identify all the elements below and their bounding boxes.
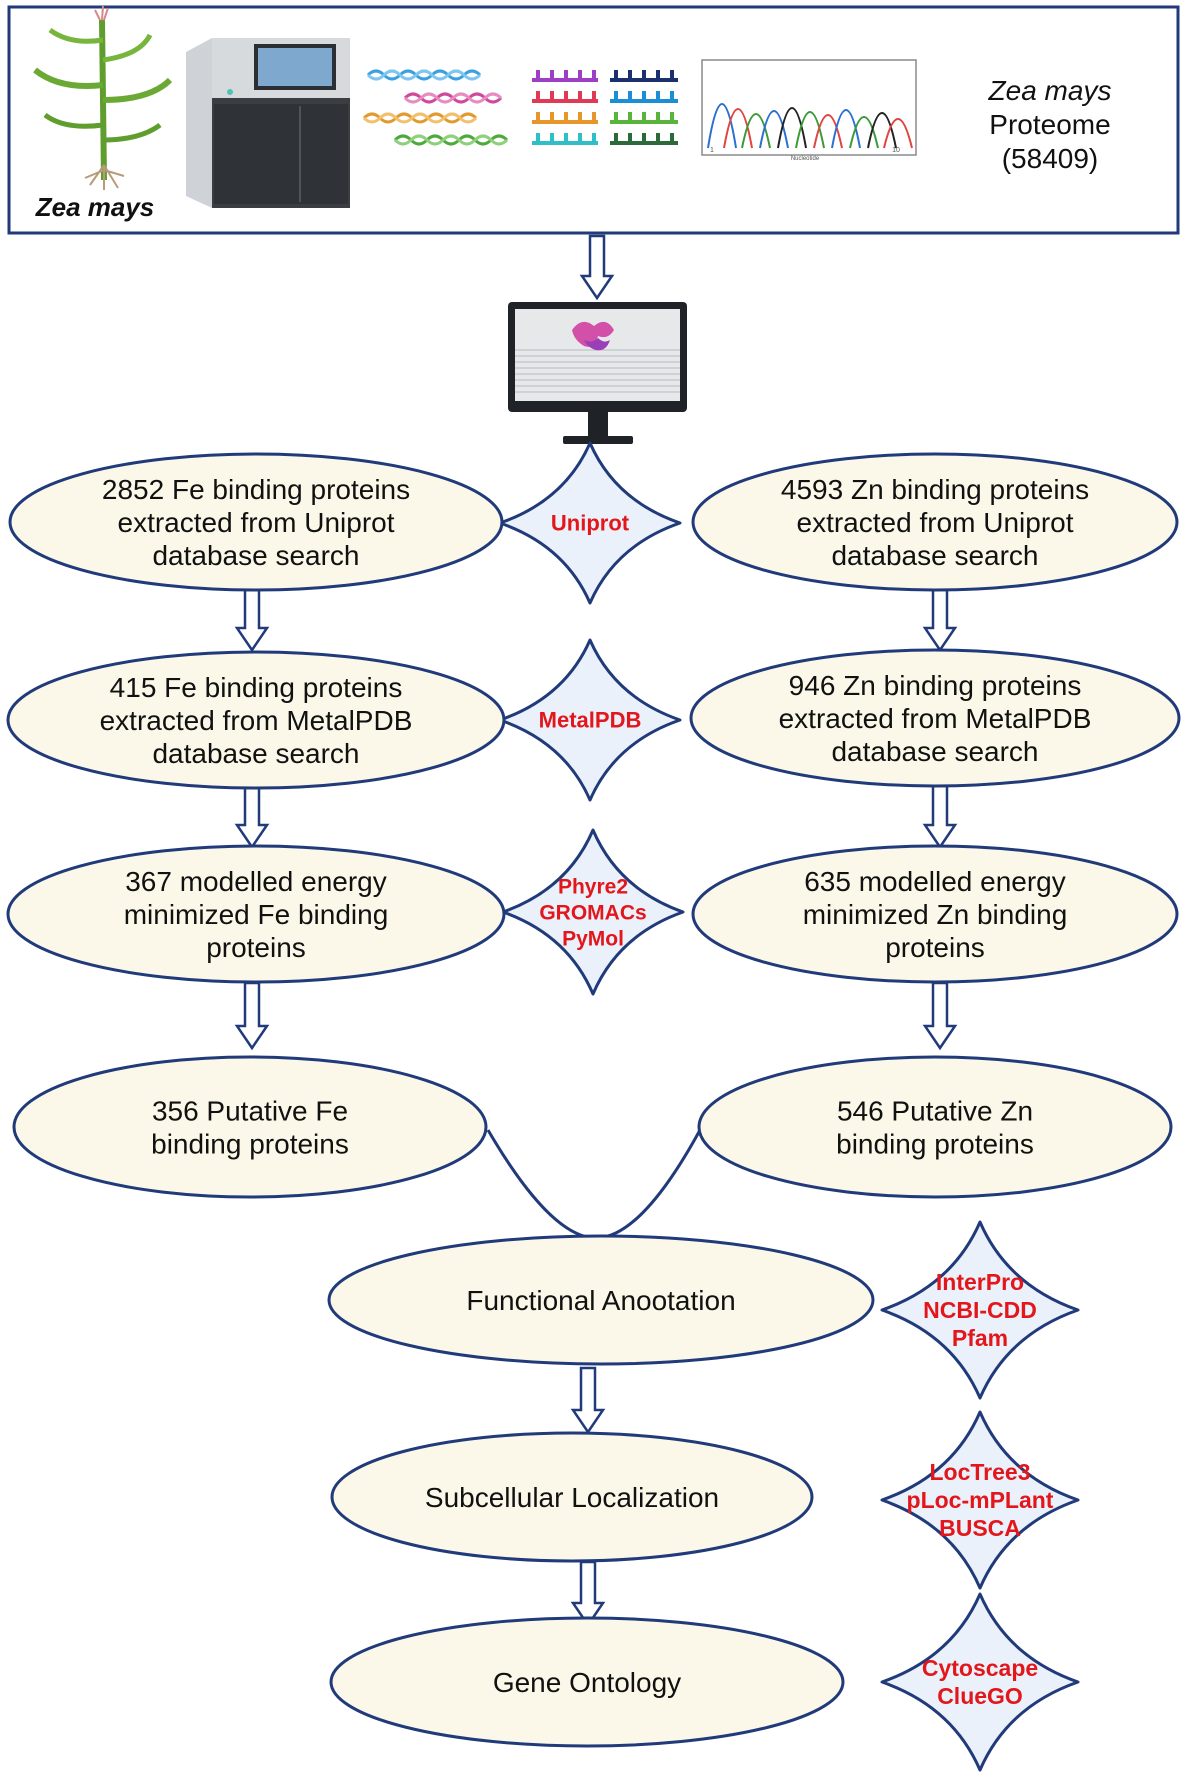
tool-name: Phyre2 (558, 875, 628, 898)
zn-step-label: database search (831, 540, 1038, 571)
zn-step-label: binding proteins (836, 1128, 1034, 1159)
zn-step-label: 946 Zn binding proteins (789, 670, 1082, 701)
analysis-step-label: Functional Anootation (466, 1285, 735, 1316)
flow-arrow (234, 981, 270, 1051)
tool-name: InterPro (936, 1269, 1024, 1295)
flow-arrow (922, 784, 958, 850)
tool-name: PyMol (562, 927, 624, 950)
fe-step-label: 2852 Fe binding proteins (102, 474, 410, 505)
tool-name: LocTree3 (930, 1459, 1031, 1485)
flow-arrow (234, 786, 270, 850)
zn-step-label: proteins (885, 932, 985, 963)
chromatogram-icon: 1 10 Nucleotide (701, 59, 917, 162)
analysis-step-ellipse (327, 1234, 875, 1366)
zn-step-label: database search (831, 736, 1038, 767)
maize-plant-icon (33, 5, 173, 190)
sequence-reads-icon (532, 70, 678, 145)
fe-step-ellipse (6, 844, 506, 984)
proteome-count: (58409) (1002, 143, 1099, 174)
tool-name: pLoc-mPLant (907, 1487, 1054, 1513)
fe-step-label: minimized Fe binding (124, 899, 389, 930)
proteome-species: Zea mays (988, 75, 1112, 106)
zn-step-label: 4593 Zn binding proteins (781, 474, 1089, 505)
tool-diamond (880, 1592, 1080, 1772)
fe-step-ellipse (8, 452, 504, 592)
flow-arrow (922, 981, 958, 1051)
analysis-step-label: Gene Ontology (493, 1667, 681, 1698)
merge-connector (486, 1129, 702, 1240)
flow-arrow (579, 234, 615, 301)
tool-diamond (880, 1410, 1080, 1590)
fe-step-ellipse (12, 1055, 488, 1199)
zn-step-label: 635 modelled energy (804, 866, 1066, 897)
tool-name: GROMACs (539, 901, 646, 924)
sequencer-icon (186, 38, 350, 208)
analysis-step-label: Subcellular Localization (425, 1482, 719, 1513)
zn-step-ellipse (689, 648, 1181, 788)
fe-step-label: database search (152, 540, 359, 571)
proteome-word: Proteome (989, 109, 1110, 140)
computer-monitor-icon (508, 302, 687, 444)
zn-step-ellipse (691, 844, 1179, 984)
chromatogram-tick-end: 10 (892, 147, 900, 154)
fe-step-label: 356 Putative Fe (152, 1095, 348, 1126)
zn-step-ellipse (691, 452, 1179, 592)
chromatogram-axis-label: Nucleotide (791, 156, 820, 162)
tool-name: NCBI-CDD (923, 1297, 1037, 1323)
tool-name: Pfam (952, 1325, 1008, 1351)
zn-step-label: 546 Putative Zn (837, 1095, 1033, 1126)
analysis-step-ellipse (330, 1431, 814, 1563)
tool-name: Uniprot (551, 511, 630, 536)
fe-step-label: database search (152, 738, 359, 769)
fe-step-label: extracted from MetalPDB (100, 705, 413, 736)
analysis-step-ellipse (329, 1616, 845, 1748)
tool-name: BUSCA (939, 1515, 1021, 1541)
fe-step-label: extracted from Uniprot (118, 507, 395, 538)
tool-name: MetalPDB (539, 708, 642, 733)
chromatogram-tick-start: 1 (710, 147, 714, 154)
tool-diamond (880, 1220, 1080, 1400)
flow-arrow (234, 588, 270, 653)
fe-step-ellipse (6, 650, 506, 790)
flow-arrow (579, 234, 615, 301)
zn-step-label: extracted from Uniprot (797, 507, 1074, 538)
tool-name: ClueGO (937, 1683, 1023, 1709)
fe-step-label: 367 modelled energy (125, 866, 387, 897)
tool-diamond (498, 441, 682, 605)
tool-diamond (498, 638, 682, 802)
fe-step-label: proteins (206, 932, 306, 963)
zn-step-label: minimized Zn binding (803, 899, 1068, 930)
flow-arrow (570, 1366, 606, 1435)
dna-strands-icon (362, 69, 509, 146)
tool-diamond (501, 828, 685, 996)
plant-label: Zea mays (35, 192, 155, 222)
fe-step-label: binding proteins (151, 1128, 349, 1159)
fe-step-label: 415 Fe binding proteins (110, 672, 403, 703)
flow-arrow (922, 588, 958, 653)
flow-arrow (570, 1560, 606, 1628)
tool-name: Cytoscape (922, 1655, 1038, 1681)
zn-step-label: extracted from MetalPDB (779, 703, 1092, 734)
zn-step-ellipse (697, 1055, 1173, 1199)
